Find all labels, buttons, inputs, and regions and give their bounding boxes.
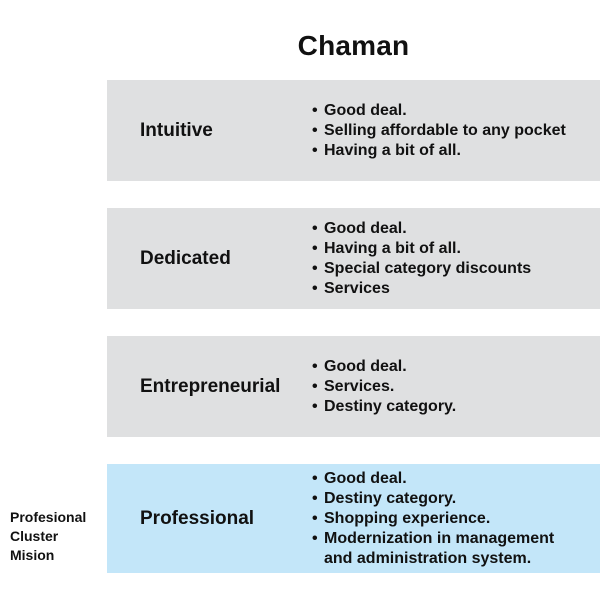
band-name: Professional bbox=[140, 507, 255, 529]
list-item: Good deal. bbox=[312, 101, 566, 121]
side-label-line: Mision bbox=[10, 547, 55, 563]
list-item: Services. bbox=[312, 377, 456, 397]
side-label-line: Profesional bbox=[10, 509, 87, 525]
band-professional: Professional Good deal. Destiny category… bbox=[107, 464, 600, 573]
list-item: Special category discounts bbox=[312, 259, 531, 279]
list-item: Shopping experience. bbox=[312, 509, 554, 529]
side-label: Profesional Cluster Mision bbox=[10, 508, 105, 565]
list-item: Good deal. bbox=[312, 357, 456, 377]
list-item: Destiny category. bbox=[312, 397, 456, 417]
list-item: Good deal. bbox=[312, 469, 554, 489]
list-item: Having a bit of all. bbox=[312, 141, 566, 161]
list-item: Selling affordable to any pocket bbox=[312, 121, 566, 141]
list-item: Good deal. bbox=[312, 219, 531, 239]
band-attribute-list: Good deal. Destiny category. Shopping ex… bbox=[312, 469, 554, 569]
band-intuitive: Intuitive Good deal. Selling affordable … bbox=[107, 80, 600, 181]
diagram-title: Chaman bbox=[297, 30, 410, 61]
side-label-line: Cluster bbox=[10, 528, 59, 544]
list-item: Destiny category. bbox=[312, 489, 554, 509]
band-dedicated: Dedicated Good deal. Having a bit of all… bbox=[107, 208, 600, 309]
list-item: Having a bit of all. bbox=[312, 239, 531, 259]
list-item: Modernization in management bbox=[312, 529, 554, 549]
band-attribute-list: Good deal. Selling affordable to any poc… bbox=[312, 101, 566, 161]
band-name: Intuitive bbox=[140, 119, 213, 141]
list-item: Services bbox=[312, 279, 531, 299]
band-name: Dedicated bbox=[140, 247, 231, 269]
band-entrepreneurial: Entrepreneurial Good deal. Services. Des… bbox=[107, 336, 600, 437]
band-name: Entrepreneurial bbox=[140, 375, 281, 397]
band-attribute-list: Good deal. Services. Destiny category. bbox=[312, 357, 456, 417]
band-attribute-list: Good deal. Having a bit of all. Special … bbox=[312, 219, 531, 299]
list-item-continuation: and administration system. bbox=[324, 549, 532, 567]
